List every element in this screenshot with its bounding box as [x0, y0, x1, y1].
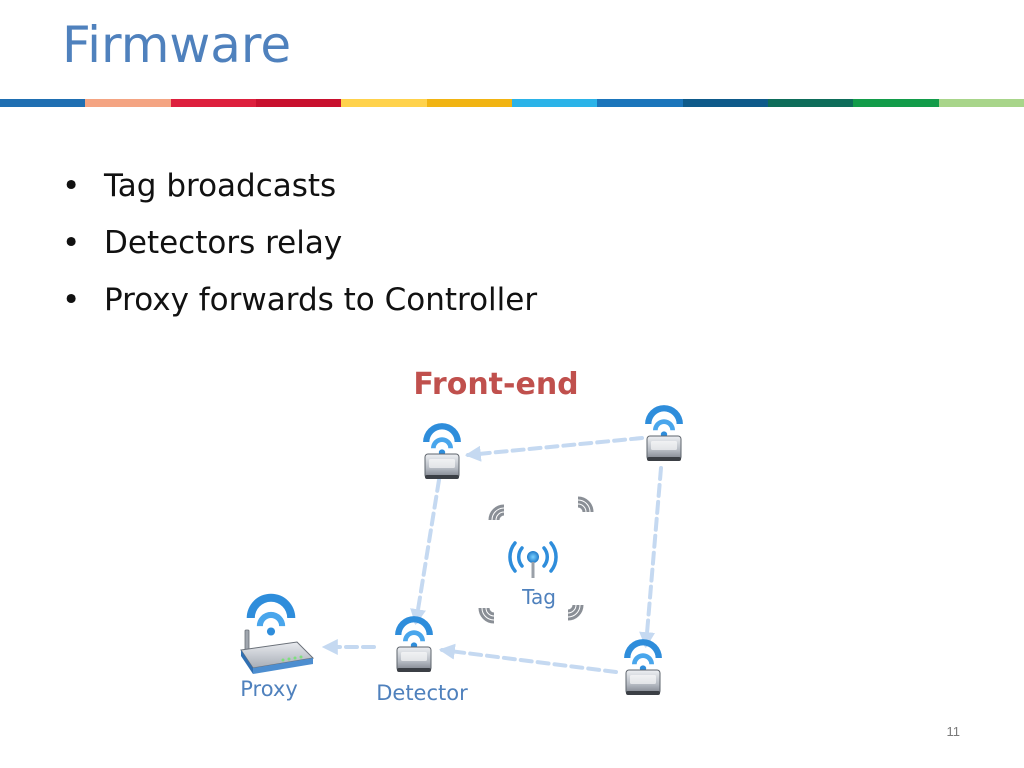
bullet-dot-icon: •	[62, 168, 81, 204]
frontend-heading: Front-end	[413, 367, 578, 402]
bullet-text: Detectors relay	[104, 225, 343, 261]
stripe-segment	[341, 99, 427, 107]
slide-title: Firmware	[62, 16, 292, 74]
detector-top-left-icon	[423, 423, 461, 479]
stripe-segment	[511, 99, 598, 107]
bullet-item: • Detectors relay	[62, 215, 537, 272]
detector-top-right-icon	[645, 405, 683, 461]
stripe-segment	[682, 99, 768, 107]
stripe-segment	[255, 99, 342, 107]
stripe-segment	[597, 99, 683, 107]
signal-arc-upper-right-icon	[576, 496, 594, 514]
bullet-item: • Tag broadcasts	[62, 158, 537, 215]
bullet-dot-icon: •	[62, 225, 81, 261]
bullet-text: Tag broadcasts	[104, 168, 337, 204]
proxy-router-icon	[240, 593, 315, 674]
page-number: 11	[946, 724, 961, 739]
bullet-item: • Proxy forwards to Controller	[62, 272, 537, 329]
arrow-detector-tl-to-bl	[410, 478, 441, 626]
detector-label: Detector	[376, 681, 468, 705]
signal-arc-upper-left-icon	[488, 504, 506, 522]
proxy-label: Proxy	[240, 677, 298, 701]
signal-arc-lower-right-icon	[566, 603, 584, 621]
arrow-detector-br-to-bl	[438, 643, 618, 674]
stripe-segment	[426, 99, 512, 107]
stripe-segment	[767, 99, 854, 107]
signal-arc-lower-left-icon	[478, 606, 496, 624]
stripe-segment	[0, 99, 86, 107]
detector-bottom-right-icon	[624, 639, 662, 695]
stripe-segment	[938, 99, 1024, 107]
color-stripe-divider	[0, 99, 1024, 107]
relay-arrows	[321, 436, 663, 674]
tag-antenna-icon	[508, 541, 558, 578]
stripe-segment	[170, 99, 256, 107]
arrow-detector-tr-to-tl	[464, 436, 644, 462]
stripe-segment	[85, 99, 171, 107]
stripe-segment	[853, 99, 939, 107]
bullet-dot-icon: •	[62, 282, 81, 318]
bullet-text: Proxy forwards to Controller	[104, 282, 538, 318]
bullet-list: • Tag broadcasts • Detectors relay • Proxy …	[62, 158, 537, 329]
arrow-detector-tr-to-br	[639, 466, 663, 649]
tag-label: Tag	[521, 585, 556, 609]
detector-bottom-left-icon	[395, 616, 433, 672]
